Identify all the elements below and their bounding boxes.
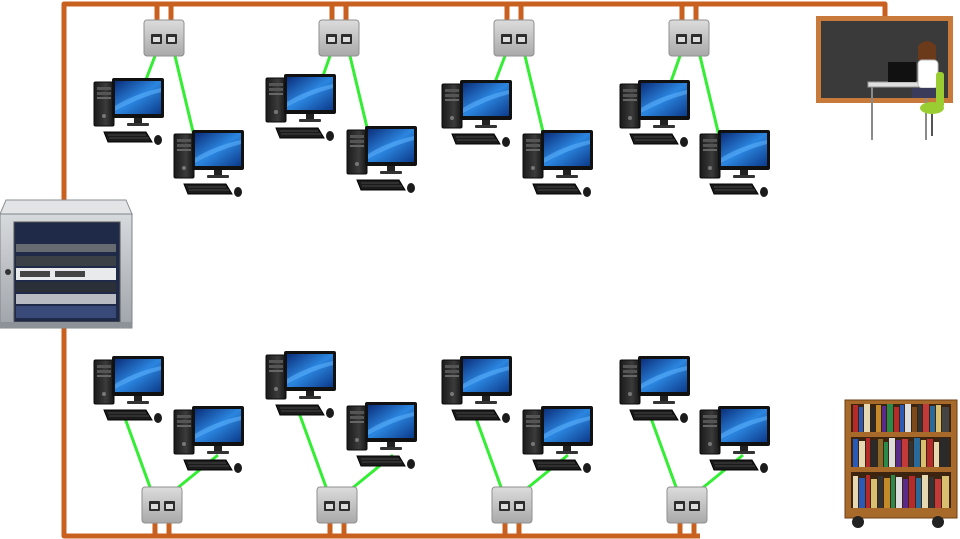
teacher-at-desk-icon (867, 41, 944, 140)
computer-icon (441, 79, 513, 148)
computer-icon (346, 125, 418, 194)
computer-icon (699, 129, 771, 198)
wall-jack-icon (491, 486, 533, 524)
computer-icon (173, 129, 245, 198)
top-computers (93, 73, 771, 198)
computer-icon (441, 355, 513, 424)
bottom-wall-jacks (141, 486, 708, 524)
top-wall-jacks (143, 19, 710, 57)
wall-jack-icon (141, 486, 183, 524)
wall-jack-icon (316, 486, 358, 524)
computer-icon (173, 405, 245, 474)
computer-icon (265, 350, 337, 419)
bookshelf-cart-icon (844, 399, 958, 528)
server-rack-icon (0, 199, 133, 329)
bottom-computers (93, 350, 771, 474)
teacher-station (816, 16, 953, 140)
computer-icon (619, 355, 691, 424)
computer-icon (346, 401, 418, 470)
computer-icon (93, 355, 165, 424)
computer-icon (265, 73, 337, 142)
wall-jack-icon (143, 19, 185, 57)
computer-icon (522, 129, 594, 198)
computer-icon (93, 77, 165, 146)
computer-icon (699, 405, 771, 474)
wall-jack-icon (668, 19, 710, 57)
computer-icon (619, 79, 691, 148)
wall-jack-icon (666, 486, 708, 524)
computer-icon (522, 405, 594, 474)
wall-jack-icon (318, 19, 360, 57)
wall-jack-icon (493, 19, 535, 57)
